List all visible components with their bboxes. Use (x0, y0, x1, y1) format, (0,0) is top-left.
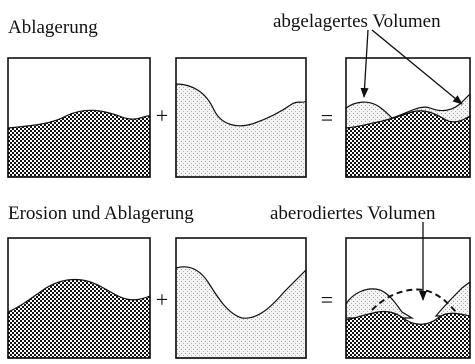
arrow-volume-right (371, 29, 463, 105)
panel-bottom-3 (345, 237, 471, 359)
panel-top-3 (345, 57, 471, 178)
panel-frame-bottom-3 (345, 237, 471, 359)
panel-top-2 (175, 57, 307, 178)
terrain-dark-top-3 (345, 110, 471, 178)
equals-sign-top: = (321, 105, 333, 130)
terrain-dotted-bottom-3b (434, 280, 471, 317)
terrain-dotted-top-2 (175, 83, 307, 178)
panel-frame-top-2 (175, 57, 307, 178)
arrow-volume-left (360, 29, 369, 98)
row-ablagerung: + = (7, 29, 471, 178)
terrain-dotted-bottom-3 (345, 288, 415, 319)
label-abgelagertes-volumen: abgelagertes Volumen (273, 11, 441, 32)
panel-frame-bottom-2 (175, 237, 307, 359)
panel-bottom-2 (175, 237, 307, 359)
terrain-dark-bottom-3 (345, 310, 471, 359)
terrain-dotted-bottom-2 (175, 266, 307, 359)
eroded-outline-dashed (371, 288, 459, 315)
panel-frame-top-3 (345, 57, 471, 178)
panel-bottom-1 (7, 237, 151, 359)
row-erosion-und-ablagerung: + = (7, 222, 471, 359)
equals-sign-bottom: = (321, 287, 333, 312)
panel-top-1 (7, 57, 151, 178)
label-ablagerung: Ablagerung (8, 17, 98, 38)
label-aberodiertes-volumen: aberodiertes Volumen (270, 203, 436, 224)
plus-sign-top: + (156, 103, 168, 128)
terrain-dark-top-1 (7, 109, 151, 178)
panel-frame-bottom-1 (7, 237, 151, 359)
panel-frame-top-1 (7, 57, 151, 178)
plus-sign-bottom: + (156, 287, 168, 312)
label-erosion-und-ablagerung: Erosion und Ablagerung (8, 203, 194, 224)
terrain-dark-bottom-1 (7, 278, 151, 359)
